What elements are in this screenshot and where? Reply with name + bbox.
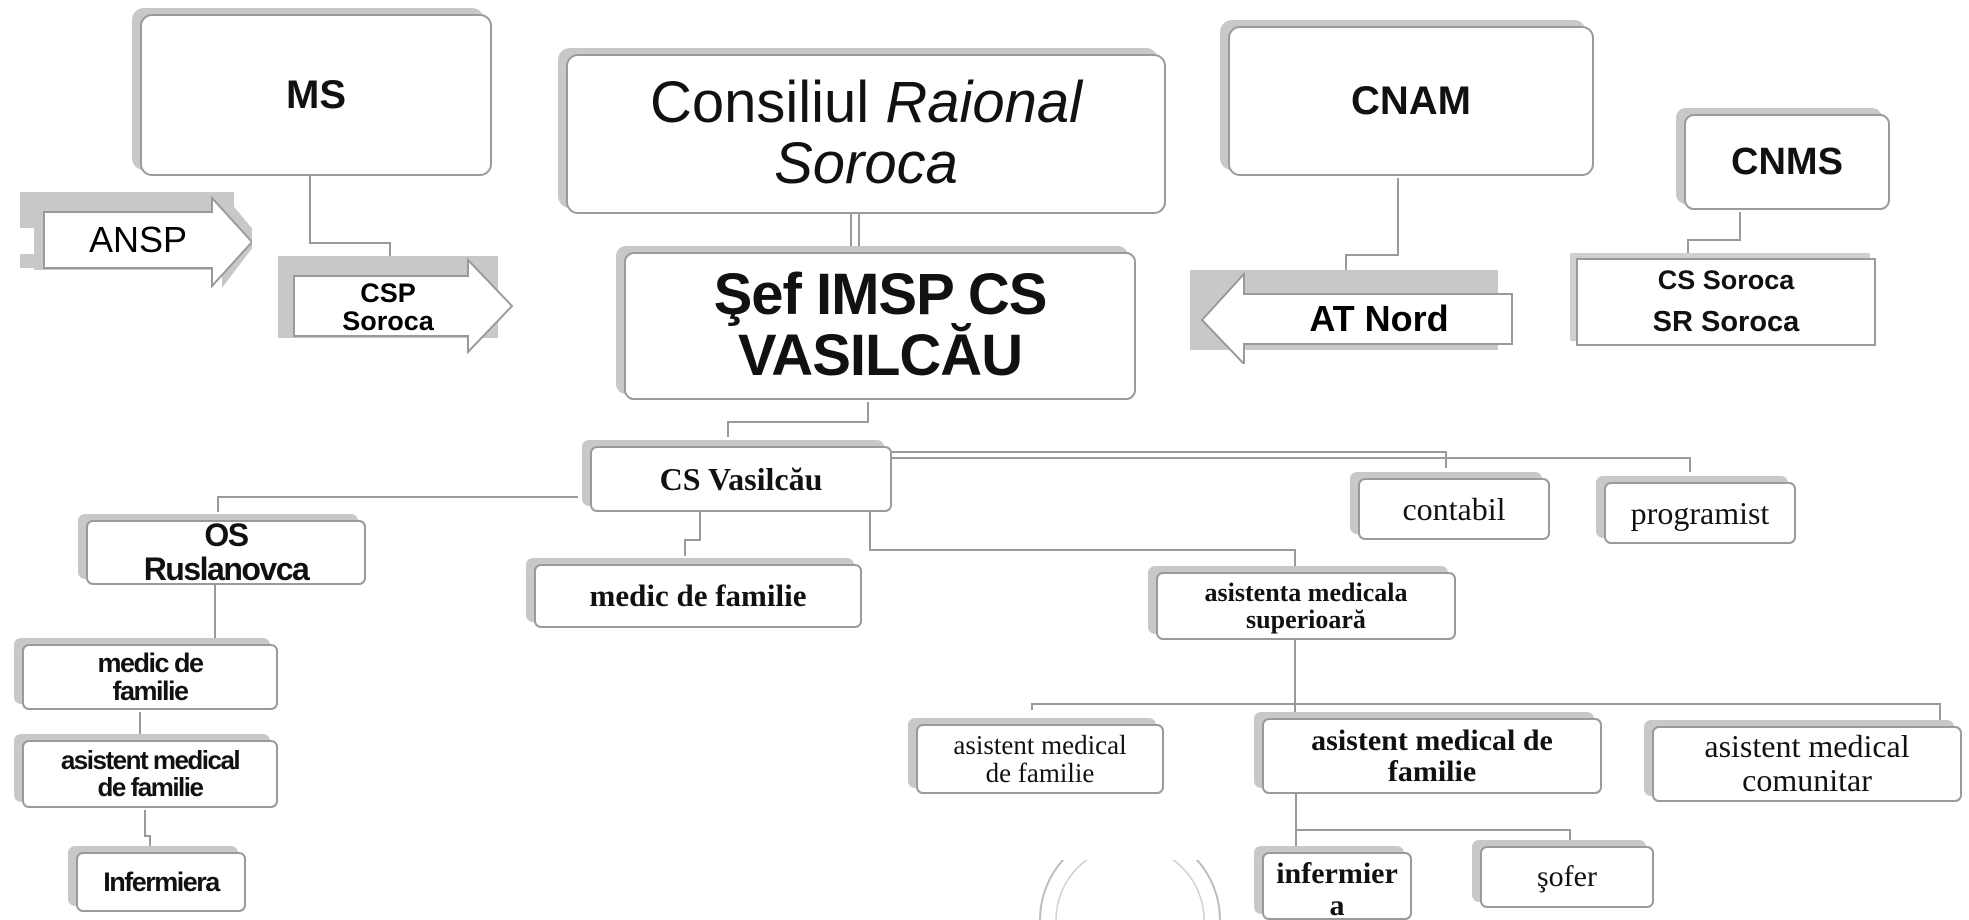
node-asistent-medical-familie-2: asistent medical de familie [1262, 718, 1602, 794]
node-consiliul-raional: Consiliul Raional Soroca [566, 54, 1166, 214]
infermiera-right-label-2: a [1329, 888, 1345, 920]
node-cs-sr-soroca: CS Soroca SR Soroca [1576, 258, 1876, 346]
raional-word: Raional [885, 70, 1082, 136]
medic-left-label-1: medic de [97, 647, 204, 678]
asistent-left-label-1: asistent medical [60, 744, 241, 775]
medic-de-familie-label: medic de familie [589, 578, 807, 613]
node-cnam: CNAM [1228, 26, 1594, 176]
contabil-label: contabil [1402, 490, 1506, 527]
node-cnms-label: CNMS [1731, 140, 1843, 183]
sef-label-1: Şef IMSP CS [713, 262, 1048, 328]
csp-label-1: CSP [360, 277, 416, 308]
node-at-nord: AT Nord [1190, 268, 1520, 364]
asistent-1-label-2: de familie [985, 758, 1095, 788]
node-csp-soroca: CSP Soroca [278, 256, 518, 356]
comunitar-label-1: asistent medical [1704, 728, 1910, 765]
node-os-ruslanovca: OS Ruslanovca [86, 520, 366, 585]
ruslanovca-label: Ruslanovca [143, 550, 310, 585]
os-label: OS [204, 520, 249, 553]
node-sef-imsp: Şef IMSP CS VASILCĂU [624, 252, 1136, 400]
node-asistent-medical-familie-1: asistent medical de familie [916, 724, 1164, 794]
medic-left-label-2: familie [112, 676, 189, 706]
node-programist: programist [1604, 482, 1796, 544]
node-ms: MS [140, 14, 492, 176]
soroca-word: Soroca [774, 131, 958, 196]
node-cs-vasilcau: CS Vasilcău [590, 446, 892, 512]
asistent-2-label-2: familie [1387, 755, 1477, 788]
sef-label-2: VASILCĂU [737, 323, 1023, 388]
node-cnms: CNMS [1684, 114, 1890, 210]
node-sofer: şofer [1480, 846, 1654, 908]
at-nord-label: AT Nord [1309, 298, 1449, 339]
asistenta-superioara-label-1: asistenta medicala [1204, 577, 1408, 607]
at-nord-arrow-shape [1190, 270, 1513, 364]
node-medic-de-familie: medic de familie [534, 564, 862, 628]
node-asistenta-superioara: asistenta medicala superioară [1156, 572, 1456, 640]
infermiera-right-label-1: infermier [1276, 857, 1398, 890]
node-ms-label: MS [286, 72, 346, 117]
asistent-1-label-1: asistent medical [953, 729, 1127, 760]
csp-arrow-shape [278, 256, 514, 355]
node-infermiera: Infermiera [76, 852, 246, 912]
ansp-arrow-shape [20, 192, 252, 289]
asistent-2-label-1: asistent medical de [1311, 723, 1553, 757]
asistenta-superioara-label-2: superioară [1246, 605, 1366, 634]
node-contabil: contabil [1358, 478, 1550, 540]
csp-label-2: Soroca [342, 306, 434, 336]
cs-vasilcau-label: CS Vasilcău [659, 460, 823, 497]
infermiera-label: Infermiera [103, 866, 220, 897]
cs-soroca-label: CS Soroca [1657, 265, 1795, 296]
stamp-seal [1039, 860, 1221, 920]
consiliul-word: Consiliul [649, 70, 870, 136]
sr-soroca-label: SR Soroca [1652, 306, 1800, 339]
node-asistent-comunitar: asistent medical comunitar [1652, 726, 1962, 802]
sofer-label: şofer [1537, 860, 1597, 893]
programist-label: programist [1630, 494, 1770, 531]
asistent-left-label-2: de familie [97, 772, 204, 802]
ansp-label: ANSP [88, 219, 188, 260]
node-infermiera-right: infermier a [1262, 852, 1412, 920]
comunitar-label-2: comunitar [1742, 762, 1872, 798]
node-ansp: ANSP [20, 188, 252, 292]
node-medic-de-familie-left: medic de familie [22, 644, 278, 710]
node-asistent-medical-left: asistent medical de familie [22, 740, 278, 808]
node-cnam-label: CNAM [1351, 78, 1471, 123]
